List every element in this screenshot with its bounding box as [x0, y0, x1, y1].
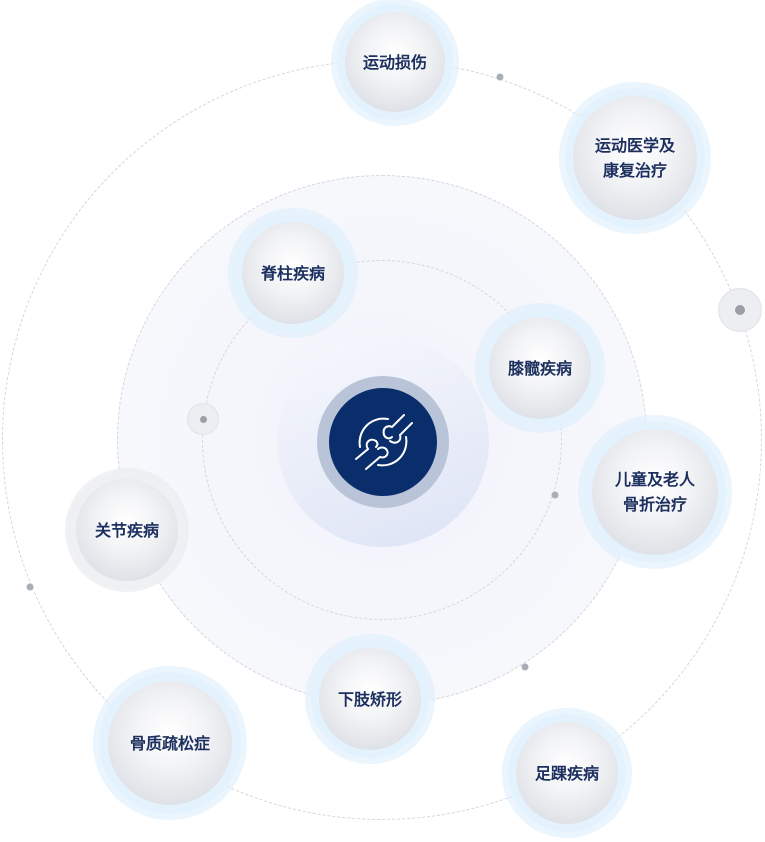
node-lower-limb[interactable]: 下肢矫形 [311, 640, 429, 758]
node-spine[interactable]: 脊柱疾病 [234, 214, 352, 332]
orbit-dot [496, 73, 504, 81]
orbit-dot [551, 491, 559, 499]
node-joint[interactable]: 关节疾病 [69, 472, 185, 588]
node-sports-injury[interactable]: 运动损伤 [337, 4, 453, 120]
joint-bones-icon [355, 414, 413, 470]
node-foot-ankle[interactable]: 足踝疾病 [508, 714, 626, 832]
node-fracture[interactable]: 儿童及老人骨折治疗 [584, 421, 726, 563]
orbit-dot [26, 583, 34, 591]
center-icon-badge [317, 376, 449, 508]
orbit-ring-dot [187, 403, 219, 435]
node-osteoporosis[interactable]: 骨质疏松症 [99, 672, 241, 814]
inner-orbit [202, 260, 562, 620]
orbit-dot [521, 663, 529, 671]
orbit-ring-dot [718, 288, 762, 332]
node-sports-medicine[interactable]: 运动医学及康复治疗 [565, 88, 705, 228]
node-knee-hip[interactable]: 膝髋疾病 [481, 309, 599, 427]
